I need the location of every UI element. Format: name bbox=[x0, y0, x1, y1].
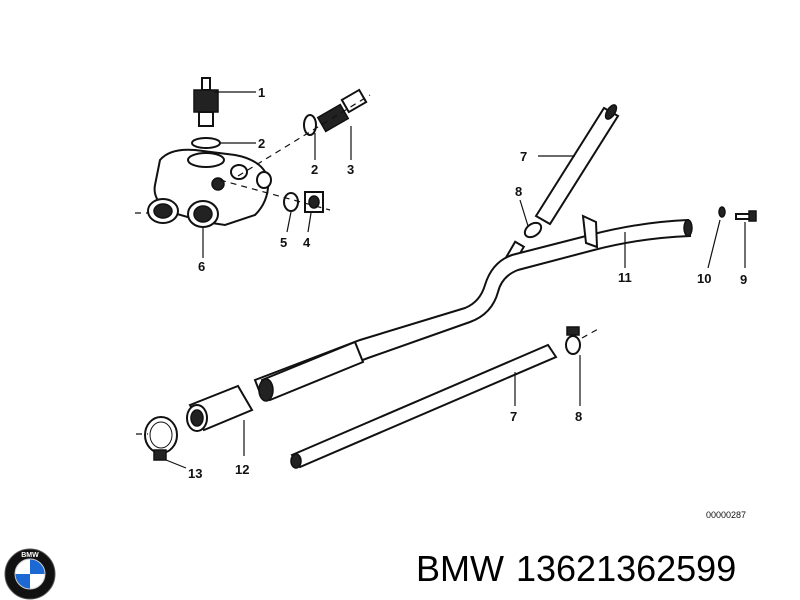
callout-2a: 2 bbox=[258, 136, 265, 151]
sender-unit bbox=[316, 88, 368, 133]
sealing-ring-2 bbox=[303, 114, 317, 136]
water-pipe bbox=[253, 214, 693, 400]
callout-10: 10 bbox=[697, 271, 711, 286]
callout-12: 12 bbox=[235, 462, 249, 477]
thermostat-housing bbox=[147, 148, 272, 228]
bolt bbox=[735, 210, 757, 222]
hex-nut bbox=[304, 191, 324, 213]
callout-5: 5 bbox=[280, 235, 287, 250]
hose-coupling bbox=[186, 384, 254, 432]
callout-8a: 8 bbox=[515, 184, 522, 199]
temperature-sensor bbox=[193, 77, 219, 127]
callout-1: 1 bbox=[258, 85, 265, 100]
drawing-number: 00000287 bbox=[706, 510, 746, 520]
hose-clamp-lower bbox=[144, 416, 178, 461]
callout-4: 4 bbox=[303, 235, 311, 250]
callout-7a: 7 bbox=[520, 149, 527, 164]
bmw-logo-icon: BMW bbox=[4, 548, 56, 600]
callout-8b: 8 bbox=[575, 409, 582, 424]
hose-section bbox=[258, 340, 365, 402]
small-washer bbox=[718, 206, 726, 218]
hose-clamp-upper bbox=[504, 221, 543, 264]
callout-13: 13 bbox=[188, 466, 202, 481]
part-caption: BMW 13621362599 bbox=[416, 547, 736, 591]
callout-11: 11 bbox=[618, 270, 632, 285]
callout-7b: 7 bbox=[510, 409, 517, 424]
washer bbox=[283, 192, 299, 212]
part-number: 13621362599 bbox=[515, 548, 737, 589]
callout-9: 9 bbox=[740, 272, 747, 287]
brand-name: BMW bbox=[416, 548, 504, 589]
sealing-ring bbox=[191, 137, 221, 149]
hose-lower bbox=[290, 343, 558, 469]
callout-3: 3 bbox=[347, 162, 354, 177]
callout-6: 6 bbox=[198, 259, 205, 274]
callout-2b: 2 bbox=[311, 162, 318, 177]
hose-upper bbox=[534, 104, 620, 226]
hose-clamp-lower-right bbox=[565, 326, 581, 355]
svg-text:BMW: BMW bbox=[21, 552, 39, 559]
